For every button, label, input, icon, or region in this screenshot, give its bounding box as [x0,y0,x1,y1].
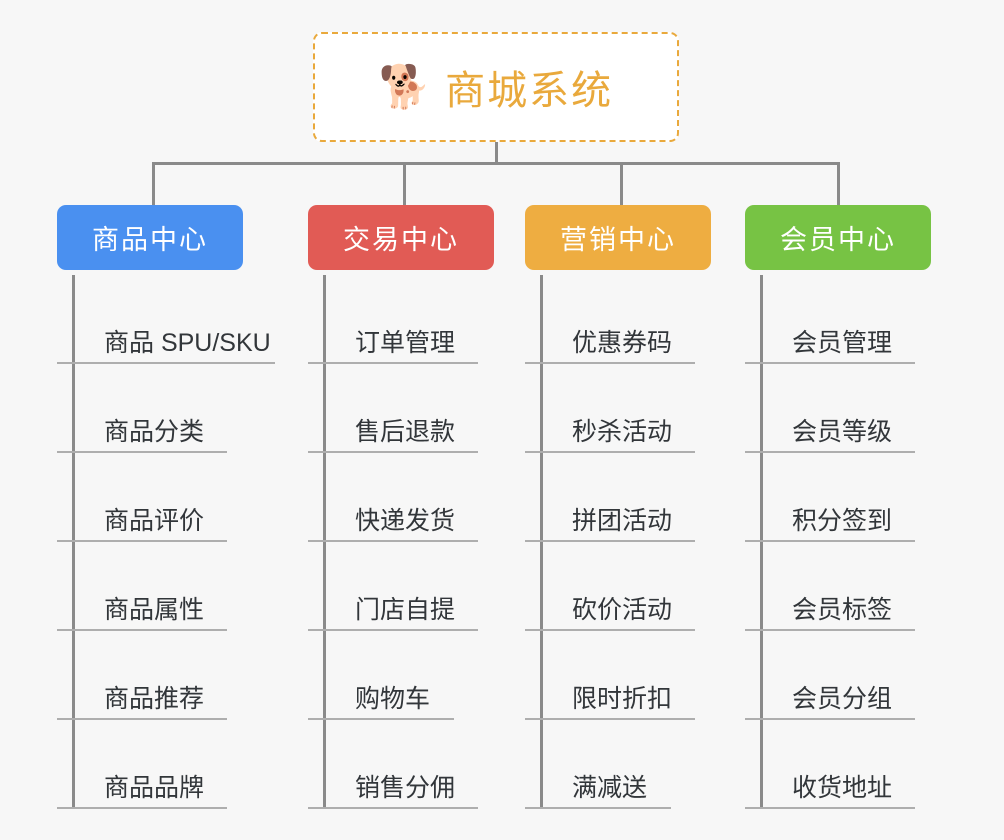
leaf-list-product-center: 商品 SPU/SKU 商品分类 商品评价 商品属性 商品推荐 商品品牌 [57,275,275,809]
leaf-label: 会员分组 [792,685,893,713]
list-item[interactable]: 会员等级 [745,364,915,453]
list-item[interactable]: 订单管理 [308,275,478,364]
branch-title: 商品中心 [92,225,208,255]
list-item[interactable]: 商品 SPU/SKU [57,275,275,364]
list-item[interactable]: 会员标签 [745,542,915,631]
branch-header-trade-center[interactable]: 交易中心 [308,205,494,270]
leaf-label: 收货地址 [792,774,893,802]
leaf-list-trade-center: 订单管理 售后退款 快递发货 门店自提 购物车 销售分佣 [308,275,478,809]
leaf-label: 限时折扣 [572,685,673,713]
branch-bus-line [152,162,838,165]
leaf-label: 商品评价 [104,507,205,535]
leaf-label: 商品属性 [104,596,205,624]
leaf-label: 售后退款 [355,418,456,446]
leaf-label: 会员管理 [792,329,893,357]
list-item[interactable]: 商品分类 [57,364,227,453]
list-item[interactable]: 售后退款 [308,364,478,453]
list-item[interactable]: 商品评价 [57,453,227,542]
leaf-label: 销售分佣 [355,774,456,802]
leaf-label: 秒杀活动 [572,418,673,446]
leaf-label: 满减送 [572,774,648,802]
branch-trunk-line [72,275,75,809]
branch-drop-line-4 [837,162,840,208]
leaf-label: 商品品牌 [104,774,205,802]
list-item[interactable]: 秒杀活动 [525,364,695,453]
list-item[interactable]: 商品推荐 [57,631,227,720]
branch-trunk-line [540,275,543,809]
leaf-label: 购物车 [355,685,431,713]
branch-header-product-center[interactable]: 商品中心 [57,205,243,270]
leaf-label: 订单管理 [355,329,456,357]
list-item[interactable]: 优惠券码 [525,275,695,364]
leaf-list-member-center: 会员管理 会员等级 积分签到 会员标签 会员分组 收货地址 [745,275,915,809]
leaf-label: 砍价活动 [572,596,673,624]
root-title: 商城系统 [445,69,614,113]
branch-title: 会员中心 [780,225,896,255]
list-item[interactable]: 会员管理 [745,275,915,364]
list-item[interactable]: 拼团活动 [525,453,695,542]
branch-drop-line-1 [152,162,155,208]
list-item[interactable]: 快递发货 [308,453,478,542]
branch-drop-line-3 [620,162,623,208]
root-node[interactable]: 🐕 商城系统 [313,32,679,142]
branch-title: 营销中心 [560,225,676,255]
leaf-label: 积分签到 [792,507,893,535]
list-item[interactable]: 限时折扣 [525,631,695,720]
leaf-label: 商品分类 [104,418,205,446]
list-item[interactable]: 收货地址 [745,720,915,809]
leaf-label: 快递发货 [355,507,456,535]
leaf-label: 会员标签 [792,596,893,624]
branch-header-marketing-center[interactable]: 营销中心 [525,205,711,270]
leaf-label: 商品推荐 [104,685,205,713]
list-item[interactable]: 商品属性 [57,542,227,631]
list-item[interactable]: 商品品牌 [57,720,227,809]
list-item[interactable]: 积分签到 [745,453,915,542]
root-stem-line [495,142,498,164]
branch-drop-line-2 [403,162,406,208]
list-item[interactable]: 销售分佣 [308,720,478,809]
list-item[interactable]: 门店自提 [308,542,478,631]
branch-title: 交易中心 [343,225,459,255]
list-item[interactable]: 满减送 [525,720,671,809]
leaf-label: 优惠券码 [572,329,673,357]
shiba-dog-face-icon: 🐕 [378,63,432,110]
leaf-label: 门店自提 [355,596,456,624]
leaf-list-marketing-center: 优惠券码 秒杀活动 拼团活动 砍价活动 限时折扣 满减送 [525,275,695,809]
list-item[interactable]: 购物车 [308,631,454,720]
branch-trunk-line [323,275,326,809]
leaf-label: 会员等级 [792,418,893,446]
branch-trunk-line [760,275,763,809]
branch-header-member-center[interactable]: 会员中心 [745,205,931,270]
list-item[interactable]: 会员分组 [745,631,915,720]
list-item[interactable]: 砍价活动 [525,542,695,631]
leaf-label: 商品 SPU/SKU [104,329,271,357]
leaf-label: 拼团活动 [572,507,673,535]
